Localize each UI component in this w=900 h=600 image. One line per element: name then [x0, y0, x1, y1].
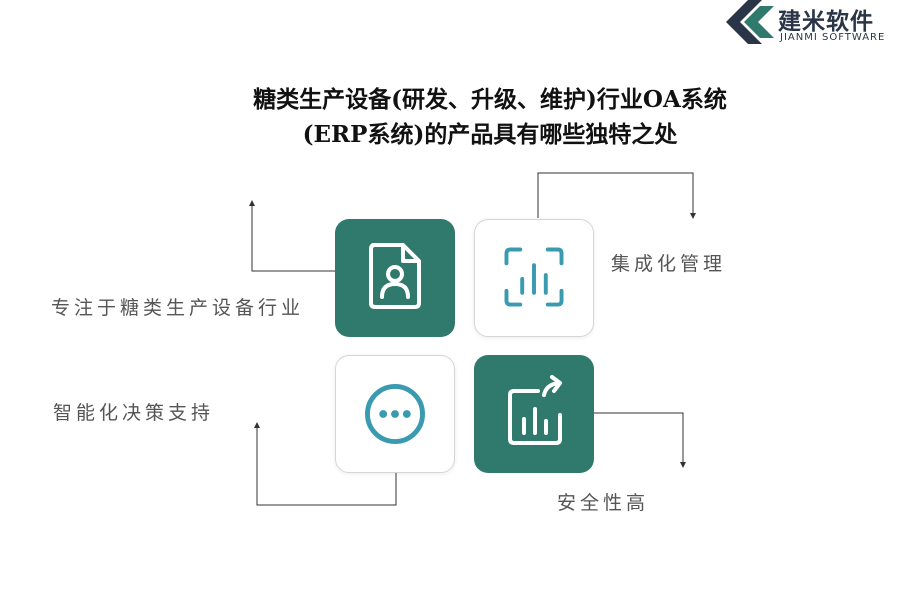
brand-logo: 建米软件 JIANMI SOFTWARE [724, 0, 900, 50]
document-user-icon [369, 243, 421, 309]
feature-label-integrated-management: 集成化管理 [611, 253, 727, 275]
page-title-line-2: (ERP系统)的产品具有哪些独特之处 [302, 121, 678, 148]
feature-tile-high-security [474, 355, 594, 473]
feature-tile-intelligent-decision [335, 355, 455, 473]
feature-label-high-security: 安全性高 [557, 492, 650, 514]
bar-chart-frame-icon [504, 247, 564, 307]
connector-top-right [537, 172, 696, 219]
page-title-line-1: 糖类生产设备(研发、升级、维护)行业OA系统 [253, 86, 727, 113]
connector-bottom-right [594, 412, 686, 468]
page-title: 糖类生产设备(研发、升级、维护)行业OA系统 (ERP系统)的产品具有哪些独特之… [150, 82, 830, 152]
brand-subtitle: JIANMI SOFTWARE [780, 32, 886, 43]
feature-label-intelligent-decision: 智能化决策支持 [53, 402, 215, 424]
feature-tile-industry-focus [335, 219, 455, 337]
feature-label-industry-focus: 专注于糖类生产设备行业 [51, 297, 305, 319]
brand-name: 建米软件 [778, 9, 874, 35]
logo-mark-icon [726, 0, 774, 44]
connector-top-left [249, 200, 335, 272]
more-dots-icon [365, 384, 425, 444]
feature-tile-integrated-management [474, 219, 594, 337]
chart-export-icon [508, 375, 562, 445]
